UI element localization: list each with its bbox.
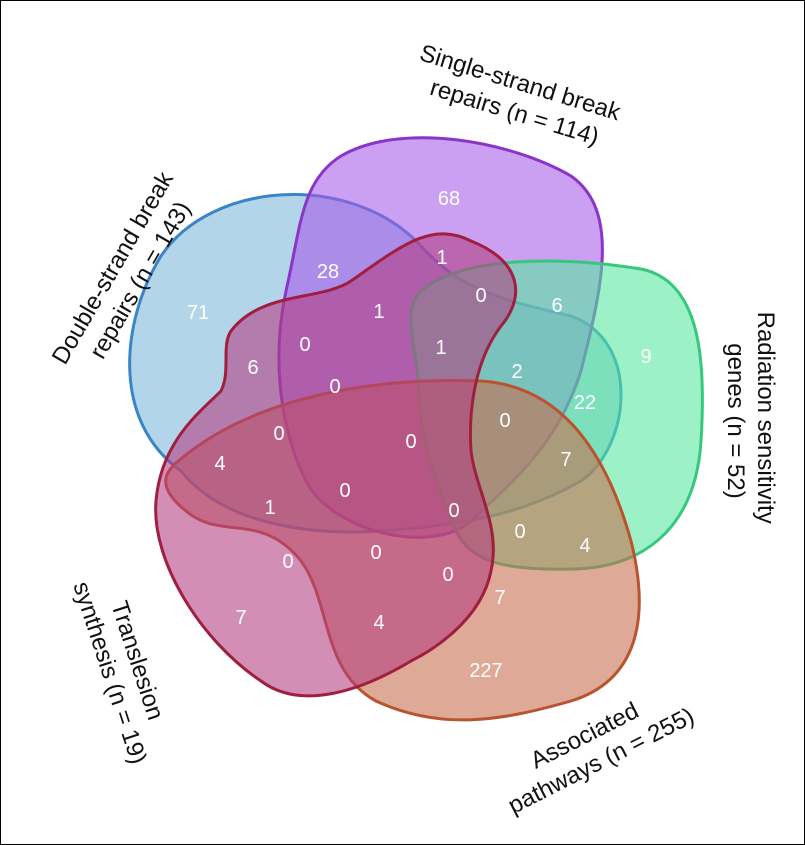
count-region: 0 <box>273 423 284 445</box>
count-ssb-only: 68 <box>438 188 460 210</box>
set-translesion-synthesis <box>154 232 518 698</box>
count-dsb-ssb: 28 <box>317 261 339 283</box>
count-rad-assoc: 4 <box>579 535 590 557</box>
count-dsb-only: 71 <box>187 302 209 324</box>
count-region: 6 <box>247 357 258 379</box>
count-region: 0 <box>370 542 381 564</box>
count-region: 0 <box>405 431 416 453</box>
count-region: 1 <box>436 247 447 269</box>
count-region: 2 <box>511 361 522 383</box>
count-region: 22 <box>574 392 596 414</box>
count-region: 1 <box>264 497 275 519</box>
count-region: 1 <box>373 301 384 323</box>
count-region: 0 <box>475 285 486 307</box>
set-label-translesion-synthesis: Translesion synthesis (n = 19) <box>67 569 180 767</box>
count-tls-dsb: 4 <box>214 453 225 475</box>
count-ssb-rad: 6 <box>551 295 562 317</box>
count-region: 0 <box>329 376 340 398</box>
count-region: 0 <box>514 521 525 543</box>
count-region: 0 <box>339 480 350 502</box>
count-rad-only: 9 <box>640 346 651 368</box>
count-region: 0 <box>448 500 459 522</box>
set-label-radiation-sensitivity: Radiation sensitivity genes (n = 52) <box>722 312 779 531</box>
count-region: 7 <box>560 449 571 471</box>
count-region: 0 <box>442 564 453 586</box>
count-tls-only: 7 <box>235 607 246 629</box>
count-region: 0 <box>299 334 310 356</box>
count-region: 7 <box>494 587 505 609</box>
count-region: 0 <box>499 410 510 432</box>
count-region: 0 <box>282 551 293 573</box>
count-assoc-only: 227 <box>469 660 502 682</box>
count-region: 1 <box>435 337 446 359</box>
count-assoc-tls: 4 <box>373 612 384 634</box>
